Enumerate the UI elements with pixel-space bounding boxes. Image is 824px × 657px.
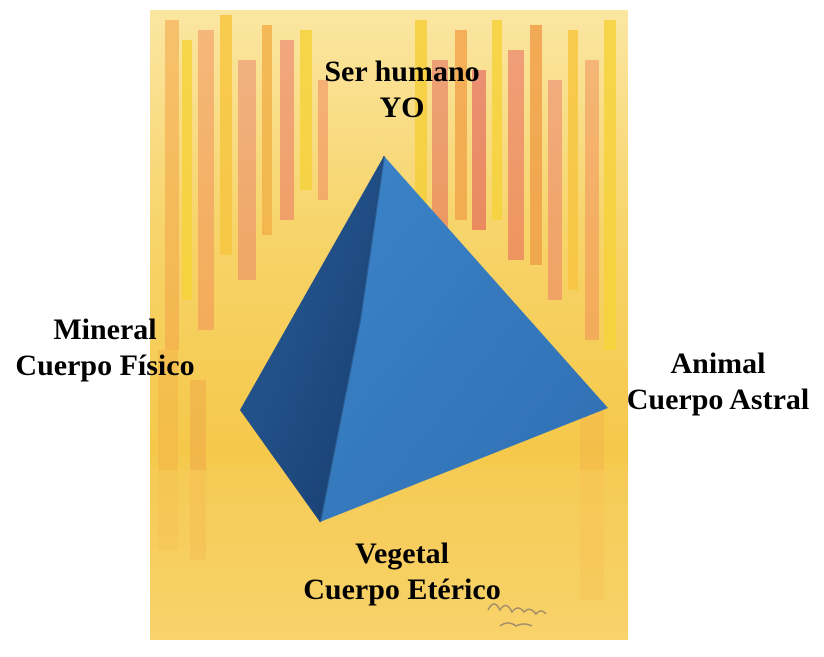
label-cuerpo-astral: Cuerpo Astral xyxy=(626,383,810,416)
pyramid-right-face xyxy=(320,156,608,522)
label-ser-humano: Ser humano xyxy=(324,55,480,88)
label-mineral: Mineral xyxy=(53,313,157,346)
label-cuerpo-eterico: Cuerpo Etérico xyxy=(303,573,501,606)
label-yo: YO xyxy=(379,91,425,124)
flame-strokes xyxy=(158,15,616,600)
vertex-label-bottom: Vegetal Cuerpo Etérico xyxy=(262,536,542,608)
label-animal: Animal xyxy=(670,347,766,380)
vertex-label-left: Mineral Cuerpo Físico xyxy=(0,312,210,384)
lower-wash xyxy=(150,470,628,640)
vertex-label-right: Animal Cuerpo Astral xyxy=(612,346,824,418)
pyramid xyxy=(240,155,608,523)
label-cuerpo-fisico: Cuerpo Físico xyxy=(15,349,195,382)
pyramid-left-face xyxy=(240,156,384,522)
vertex-label-top: Ser humano YO xyxy=(282,54,522,126)
artist-signature xyxy=(487,603,547,627)
label-vegetal: Vegetal xyxy=(355,537,449,570)
pyramid-edge xyxy=(319,155,385,523)
